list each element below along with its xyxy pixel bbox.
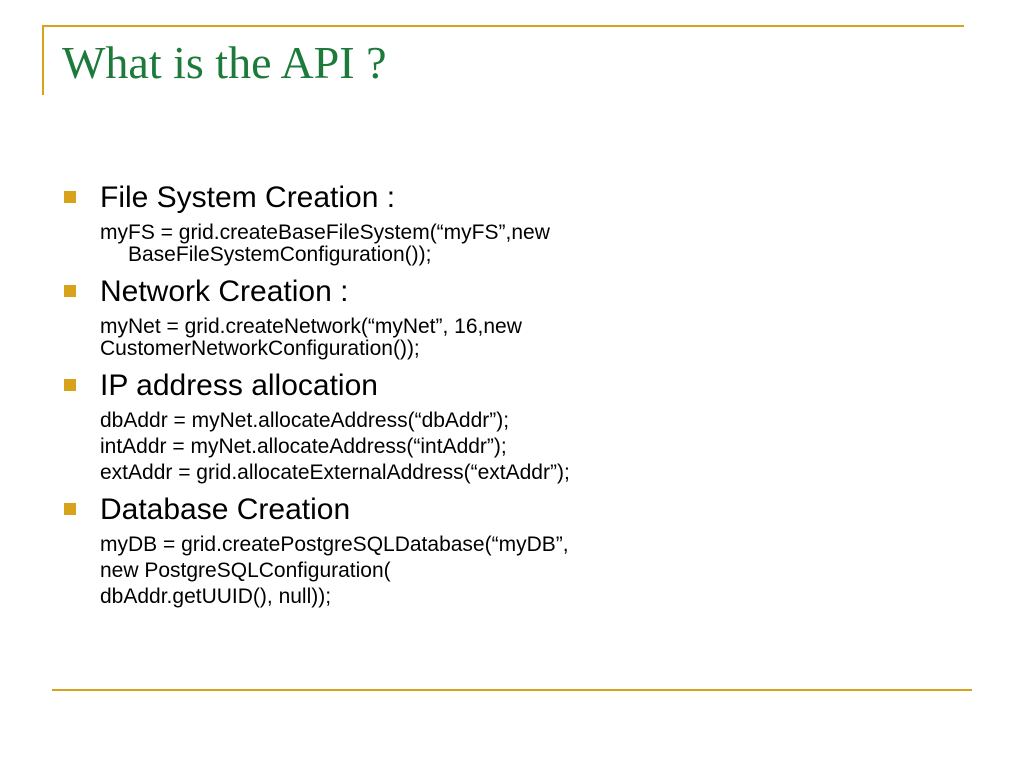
bullet-ip-address-allocation: IP address allocation <box>62 366 962 406</box>
code-line: dbAddr = myNet.allocateAddress(“dbAddr”)… <box>100 409 510 432</box>
square-bullet-icon <box>64 503 76 515</box>
code-line: dbAddr.getUUID(), null)); <box>100 585 332 608</box>
bullet-heading: File System Creation : <box>100 181 396 214</box>
bottom-rule <box>52 689 972 691</box>
bullet-heading: Database Creation <box>100 493 351 526</box>
bullet-heading: IP address allocation <box>100 369 378 402</box>
bullet-heading: Network Creation : <box>100 275 349 308</box>
code-line: intAddr = myNet.allocateAddress(“intAddr… <box>100 435 507 458</box>
bullet-file-system-creation: File System Creation : <box>62 178 962 218</box>
bullet-network-creation: Network Creation : <box>62 272 962 312</box>
code-line: extAddr = grid.allocateExternalAddress(“… <box>100 461 570 484</box>
square-bullet-icon <box>64 379 76 391</box>
code-line: myDB = grid.createPostgreSQLDatabase(“my… <box>100 533 569 556</box>
left-rule <box>42 25 44 95</box>
code-line: new PostgreSQLConfiguration( <box>100 559 391 582</box>
top-rule <box>42 25 964 27</box>
slide-body: File System Creation : myFS = grid.creat… <box>62 178 962 612</box>
code-line: myFS = grid.createBaseFileSystem(“myFS”,… <box>100 221 550 266</box>
bullet-database-creation: Database Creation <box>62 490 962 530</box>
square-bullet-icon <box>64 191 76 203</box>
slide-title: What is the API ? <box>62 37 387 88</box>
square-bullet-icon <box>64 285 76 297</box>
code-line: myNet = grid.createNetwork(“myNet”, 16,n… <box>100 315 522 360</box>
